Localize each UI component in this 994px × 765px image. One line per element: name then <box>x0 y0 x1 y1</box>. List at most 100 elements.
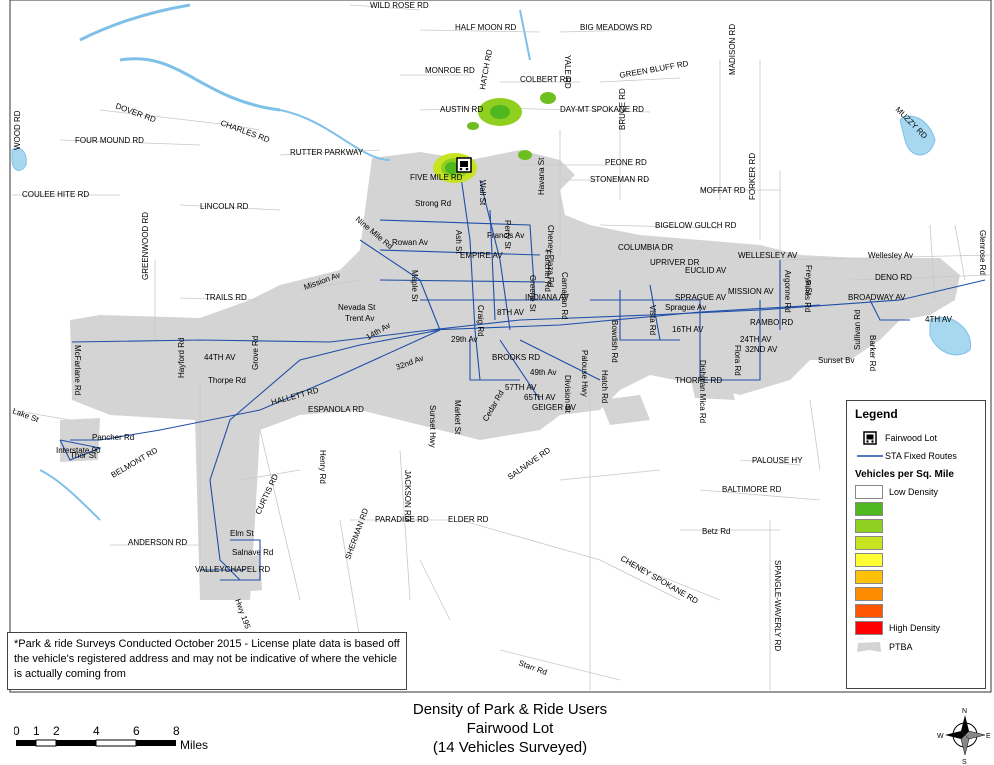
road-label: Dishman Mica Rd <box>698 360 707 423</box>
road-label: EUCLID AV <box>685 266 727 275</box>
density-swatch <box>855 603 883 618</box>
road-label: Cheney Plaza Rd <box>546 225 555 287</box>
north-arrow-icon: N S E W <box>937 708 991 765</box>
road-label: Glenrose Rd <box>978 230 987 275</box>
road-label: DENO RD <box>875 273 912 282</box>
legend-ptba-label: PTBA <box>889 641 913 652</box>
road-label: UPRIVER DR <box>650 258 700 267</box>
density-swatch-row <box>855 585 977 602</box>
road-label: COLBERT RD <box>520 75 571 84</box>
compass-w: W <box>937 733 944 740</box>
road-label: Nevada St <box>338 303 376 312</box>
water-bodies <box>11 3 972 521</box>
bus-icon <box>863 431 877 445</box>
route-line-icon <box>857 455 883 457</box>
ptba-area <box>60 150 960 600</box>
road-label: Palouse Hwy <box>580 350 589 397</box>
road-label: FIVE MILE RD <box>410 173 463 182</box>
density-swatch <box>855 586 883 601</box>
scale-tick-label: 0 <box>14 724 20 738</box>
density-swatch-row <box>855 500 977 517</box>
road-label: Sullivan Rd <box>853 310 862 350</box>
road-label: Hatch Rd <box>600 370 609 403</box>
road-label: Pines Rd <box>803 280 812 312</box>
density-swatch-row <box>855 568 977 585</box>
density-swatch <box>855 620 883 635</box>
road-label: BIGELOW GULCH RD <box>655 221 737 230</box>
road-label: LINCOLN RD <box>200 202 249 211</box>
road-label: 29th Av <box>451 335 478 344</box>
road-label: Francis Av <box>487 231 524 240</box>
road-label: ESPANOLA RD <box>308 405 364 414</box>
road-label: WOOD RD <box>13 110 22 150</box>
road-label: ELDER RD <box>448 515 489 524</box>
road-label: 65TH AV <box>524 393 556 402</box>
compass-n: N <box>962 708 967 715</box>
road-label: Thorpe Rd <box>208 376 246 385</box>
road-label: Wall St <box>478 180 487 206</box>
compass-e: E <box>986 733 991 740</box>
road-label: Salnave Rd <box>232 548 273 557</box>
road-label: WILD ROSE RD <box>370 1 429 10</box>
road-label: Trent Av <box>345 314 374 323</box>
road-label: Fancher Rd <box>543 250 552 292</box>
road-label: WELLESLEY AV <box>738 251 798 260</box>
legend-title: Legend <box>855 407 898 421</box>
road-label: Market St <box>453 400 462 435</box>
road-label: BALTIMORE RD <box>722 485 782 494</box>
road-label: Grove Rd <box>251 336 260 370</box>
road-label: Perry St <box>503 220 512 250</box>
road-label: PALOUSE HY <box>752 456 803 465</box>
road-label: Betz Rd <box>702 527 730 536</box>
title-line1: Density of Park & Ride Users <box>412 701 608 718</box>
map-title: Density of Park & Ride Users Fairwood Lo… <box>310 700 710 757</box>
road-label: Interstate 90 <box>56 446 101 455</box>
scale-tick-label: 6 <box>133 724 140 738</box>
road-label: 16TH AV <box>672 325 704 334</box>
road-label: FORKER RD <box>748 153 757 200</box>
density-swatch <box>855 484 883 499</box>
legend-routes-row: STA Fixed Routes <box>855 447 977 465</box>
scale-unit: Miles <box>180 738 208 752</box>
scale-tick-label: 1 <box>33 724 40 738</box>
road-label: SPANGLE-WAVERLY RD <box>773 560 782 651</box>
legend-panel: Legend Fairwood Lot STA Fixed Routes Veh… <box>846 400 986 689</box>
road-label: Carnahan Rd <box>560 272 569 320</box>
road-label: Rowan Av <box>392 238 428 247</box>
scale-tick-label: 4 <box>93 724 100 738</box>
road-label: McFarlane Rd <box>73 345 82 395</box>
density-swatch <box>855 552 883 567</box>
road-label: BROADWAY AV <box>848 293 906 302</box>
density-swatch-row <box>855 534 977 551</box>
ptba-swatch-icon <box>857 641 881 652</box>
density-swatch <box>855 518 883 533</box>
road-label: 8TH AV <box>497 308 525 317</box>
road-label: EMPIRE AV <box>460 251 503 260</box>
road-label: BIG MEADOWS RD <box>580 23 652 32</box>
legend-lot-label: Fairwood Lot <box>885 433 938 443</box>
road-label: YALE RD <box>563 55 572 89</box>
road-label: Craig Rd <box>476 305 485 337</box>
road-label: MISSION AV <box>728 287 774 296</box>
compass-s: S <box>962 759 967 765</box>
road-label: 49th Av <box>530 368 557 377</box>
road-label: Elm St <box>230 529 254 538</box>
density-swatch-row: High Density <box>855 619 977 636</box>
road-label: Flora Rd <box>733 345 742 376</box>
road-label: PEONE RD <box>605 158 647 167</box>
road-label: Bowdish Rd <box>610 320 619 363</box>
density-swatch-row <box>855 551 977 568</box>
road-label: BRUCE RD <box>618 88 627 130</box>
road-label: PARADISE RD <box>375 515 429 524</box>
fairwood-lot-marker[interactable] <box>456 157 472 173</box>
road-label: Division St <box>563 375 572 414</box>
road-label: TRAILS RD <box>205 293 247 302</box>
road-label: Ash St <box>454 230 463 254</box>
density-swatch-row <box>855 517 977 534</box>
road-label: DAY-MT SPOKANE RD <box>560 105 644 114</box>
density-swatch <box>855 569 883 584</box>
road-label: MOFFAT RD <box>700 186 746 195</box>
